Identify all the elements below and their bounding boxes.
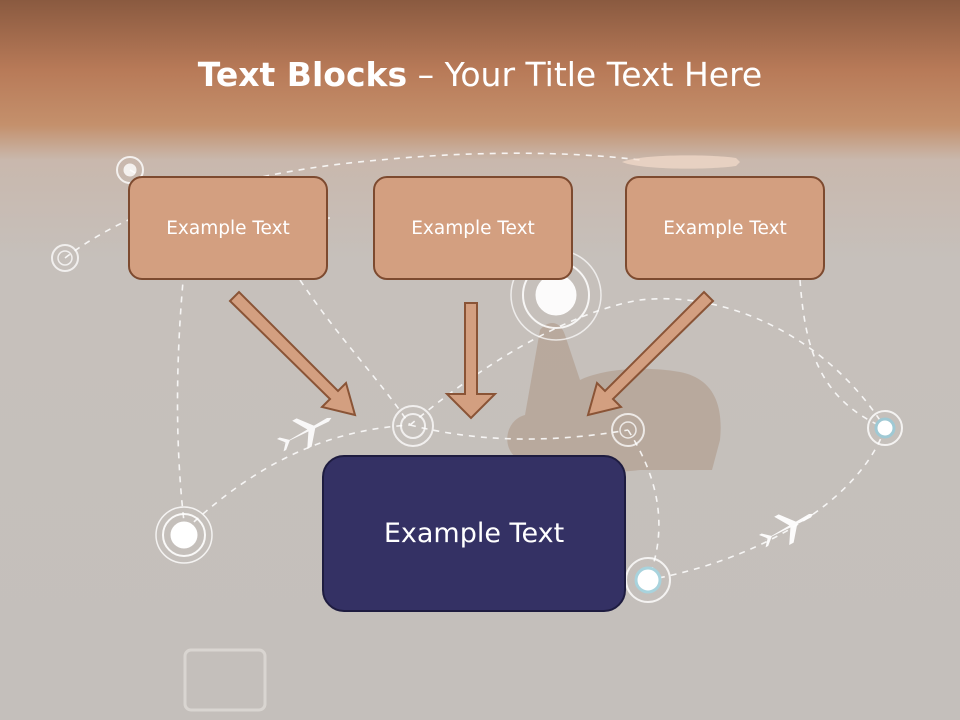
airplane-icon-3 bbox=[622, 155, 740, 169]
text-block-1[interactable]: Example Text bbox=[128, 176, 328, 280]
text-block-3-label: Example Text bbox=[663, 217, 787, 239]
airplane-icon-2 bbox=[758, 513, 814, 548]
hand-silhouette bbox=[507, 323, 721, 472]
main-text-block[interactable]: Example Text bbox=[322, 455, 626, 612]
node-8 bbox=[625, 557, 671, 603]
title-dash: – bbox=[407, 55, 445, 94]
text-block-2-label: Example Text bbox=[411, 217, 535, 239]
route-3 bbox=[176, 259, 186, 531]
slide-title: Text Blocks – Your Title Text Here bbox=[0, 52, 960, 98]
route-1 bbox=[64, 152, 641, 259]
route-10 bbox=[409, 424, 629, 440]
text-block-3[interactable]: Example Text bbox=[625, 176, 825, 280]
route-4 bbox=[184, 424, 411, 531]
title-bold: Text Blocks bbox=[197, 55, 408, 94]
faint-frame bbox=[183, 648, 267, 712]
text-block-2[interactable]: Example Text bbox=[373, 176, 573, 280]
main-text-block-label: Example Text bbox=[383, 518, 565, 549]
route-5 bbox=[299, 279, 411, 426]
node-2 bbox=[51, 244, 79, 272]
route-9 bbox=[799, 279, 886, 429]
node-3 bbox=[155, 506, 213, 564]
node-7 bbox=[867, 410, 903, 446]
airplane-icon-1 bbox=[276, 417, 332, 452]
text-block-1-label: Example Text bbox=[166, 217, 290, 239]
node-4 bbox=[392, 405, 434, 447]
title-rest: Your Title Text Here bbox=[444, 55, 763, 94]
